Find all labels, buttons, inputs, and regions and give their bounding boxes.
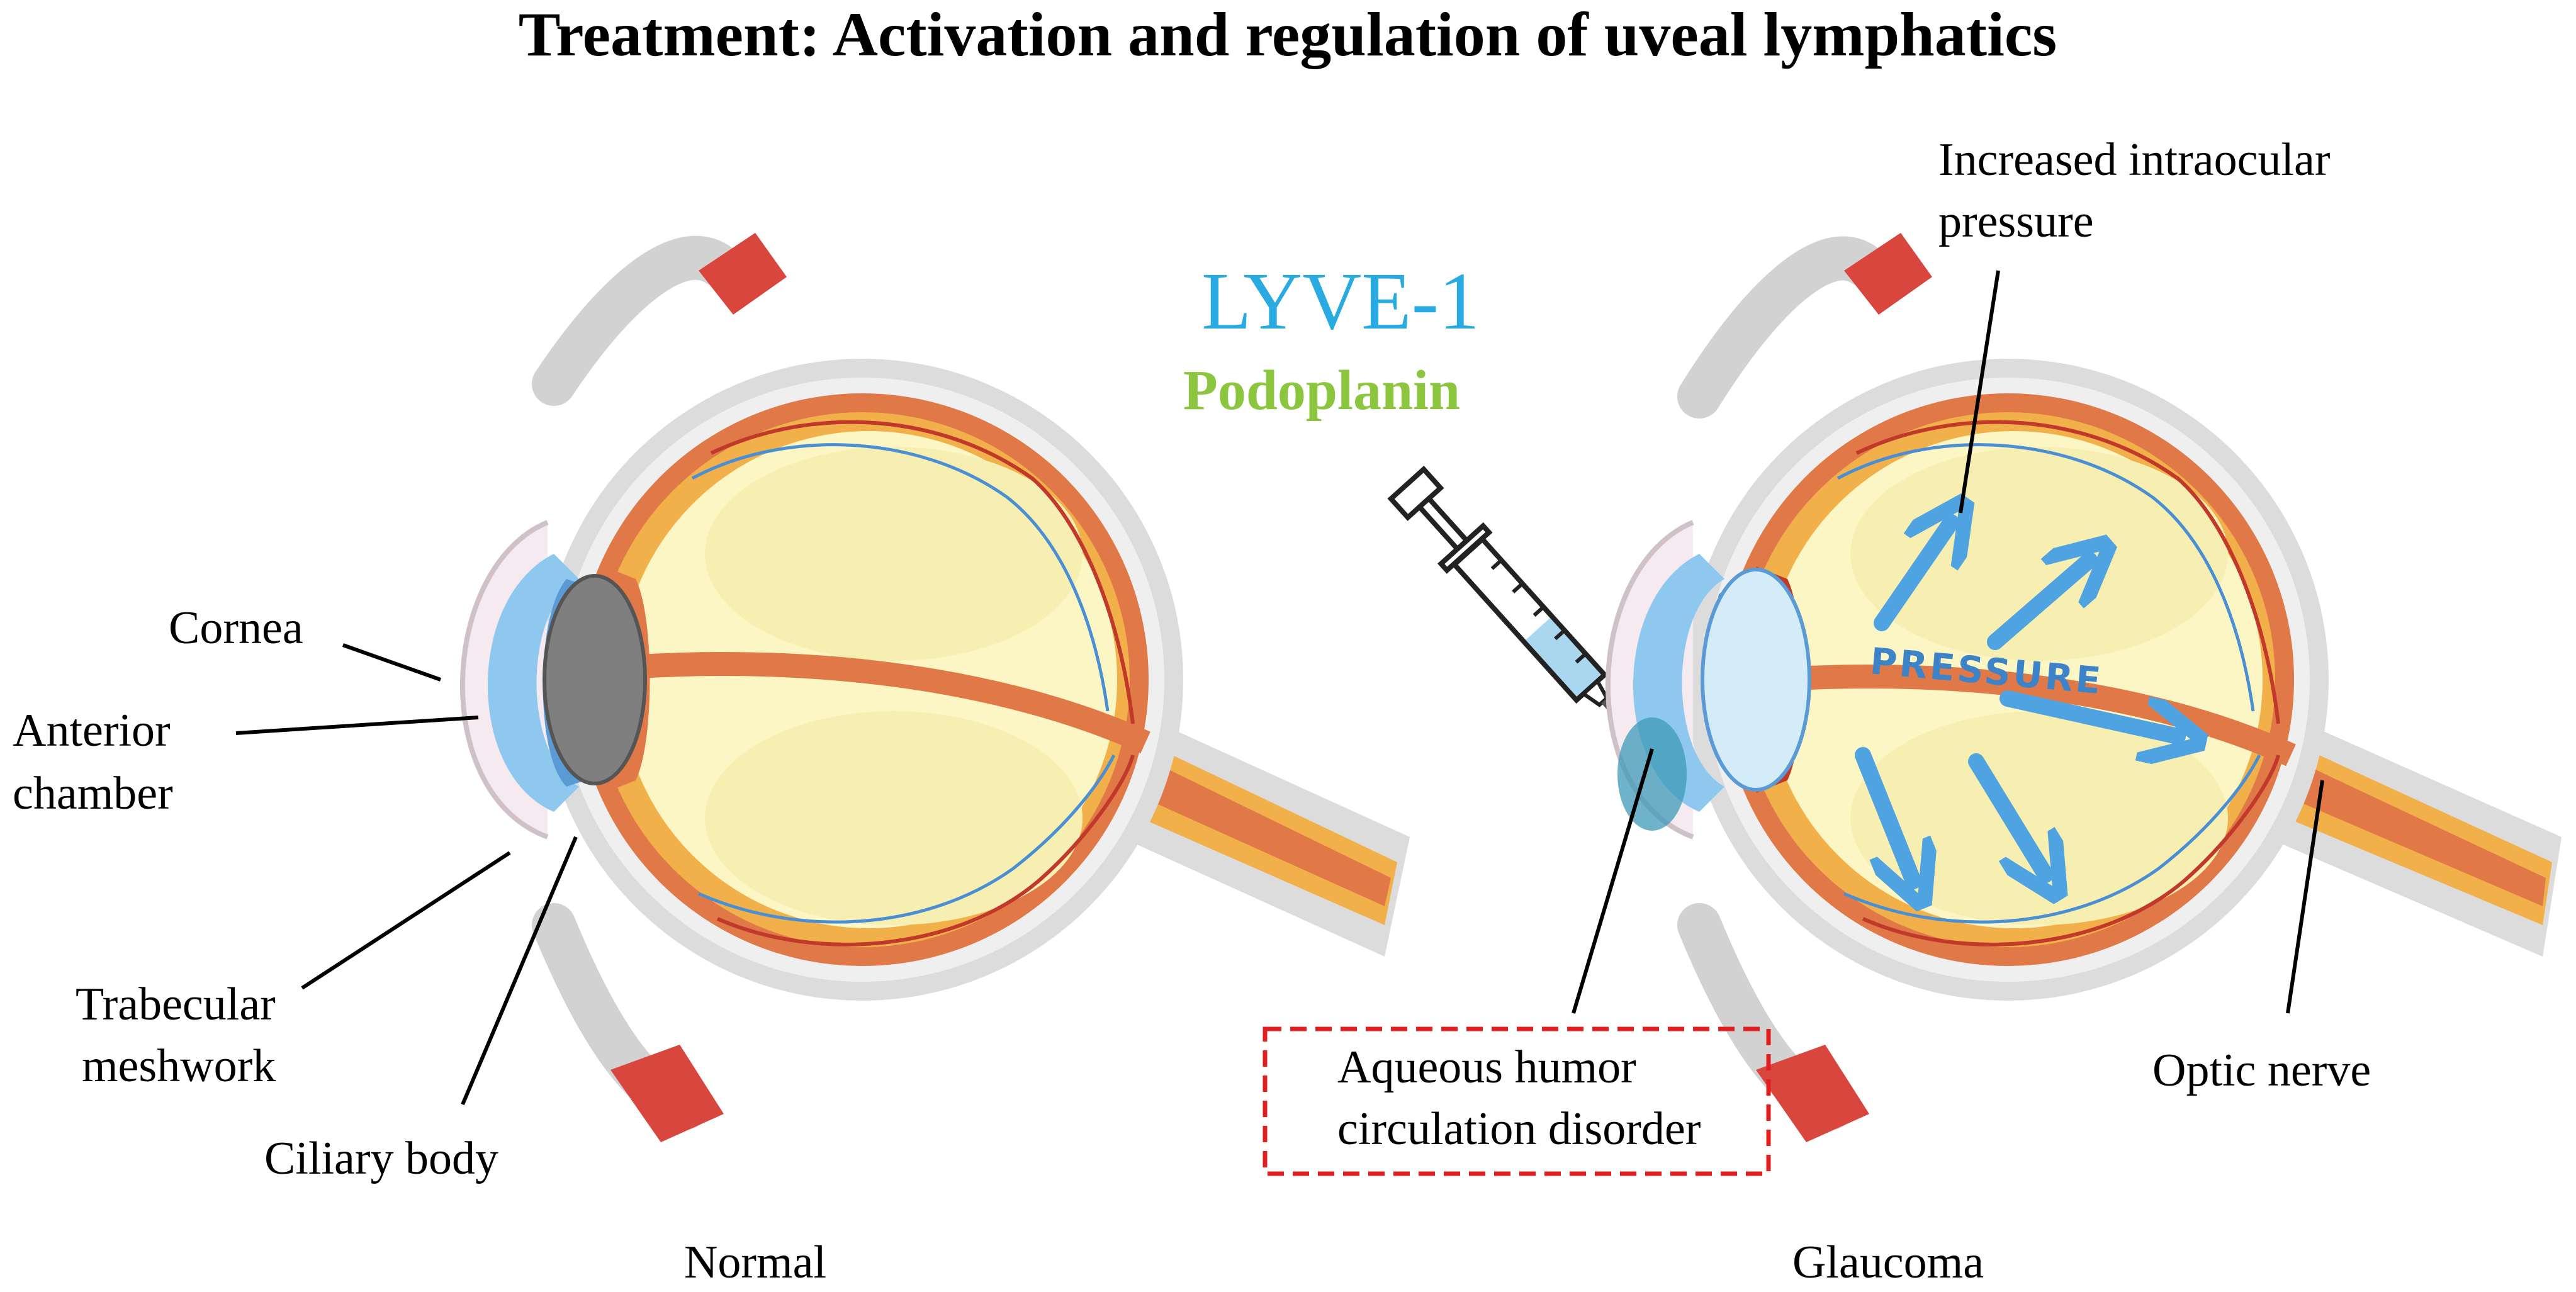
lens <box>543 574 647 785</box>
label-aqueous-line2: circulation disorder <box>1337 1103 1701 1155</box>
normal-eye <box>460 233 1410 1142</box>
leader-aqueous <box>1572 748 1654 1014</box>
glaucoma-eye-labels: Increased intraocular pressure Aqueous h… <box>1263 134 2371 1288</box>
marker-lyve1: LYVE-1 <box>1201 256 1480 347</box>
cornea <box>488 554 579 812</box>
leader-anterior-chamber <box>235 716 479 735</box>
lower-muscle-glaucoma <box>1756 1045 1869 1142</box>
label-aqueous-line1: Aqueous humor <box>1337 1042 1636 1093</box>
pressure-arrow-down-1 <box>1855 747 1913 881</box>
leader-ciliary-body <box>461 836 578 1106</box>
panel-label-glaucoma: Glaucoma <box>1792 1237 1984 1288</box>
lens-glaucoma <box>1701 568 1811 792</box>
pressure-arrow-up-1 <box>1874 522 1951 631</box>
label-trabecular-line2: meshwork <box>82 1040 276 1092</box>
marker-podoplanin: Podoplanin <box>1183 359 1460 422</box>
label-iop-line2: pressure <box>1938 196 2094 247</box>
label-anterior-chamber-line2: chamber <box>13 768 173 819</box>
blocked-outflow-region <box>1617 717 1687 831</box>
upper-muscle-glaucoma <box>1844 233 1932 315</box>
syringe-fluid <box>1526 618 1601 697</box>
leader-iop <box>1959 270 2000 514</box>
label-trabecular-line1: Trabecular <box>76 979 276 1030</box>
pressure-arrow-up-2 <box>1987 560 2089 650</box>
label-cornea: Cornea <box>169 602 303 654</box>
lower-muscle <box>610 1045 724 1142</box>
leader-optic-nerve <box>2286 780 2324 1014</box>
retinal-vessels <box>710 420 1135 724</box>
pressure-arrow-down-2 <box>1968 753 2045 875</box>
diagram-title: Treatment: Activation and regulation of … <box>519 0 2057 69</box>
normal-eye-labels: Cornea Anterior chamber Trabecular meshw… <box>13 602 826 1288</box>
leader-trabecular <box>301 851 511 990</box>
upper-muscle <box>699 233 787 315</box>
label-iop-line1: Increased intraocular <box>1938 134 2330 186</box>
leader-cornea <box>342 643 442 682</box>
panel-label-normal: Normal <box>684 1237 826 1288</box>
treatment-markers: LYVE-1 Podoplanin <box>1183 256 1480 422</box>
label-anterior-chamber-line1: Anterior <box>13 705 171 756</box>
pressure-arrow-right <box>1999 690 2178 736</box>
highlight-box-aqueous <box>1263 1026 1771 1176</box>
pressure-arrows <box>1855 522 2178 881</box>
label-optic-nerve: Optic nerve <box>2152 1045 2371 1096</box>
label-ciliary-body: Ciliary body <box>264 1133 498 1184</box>
